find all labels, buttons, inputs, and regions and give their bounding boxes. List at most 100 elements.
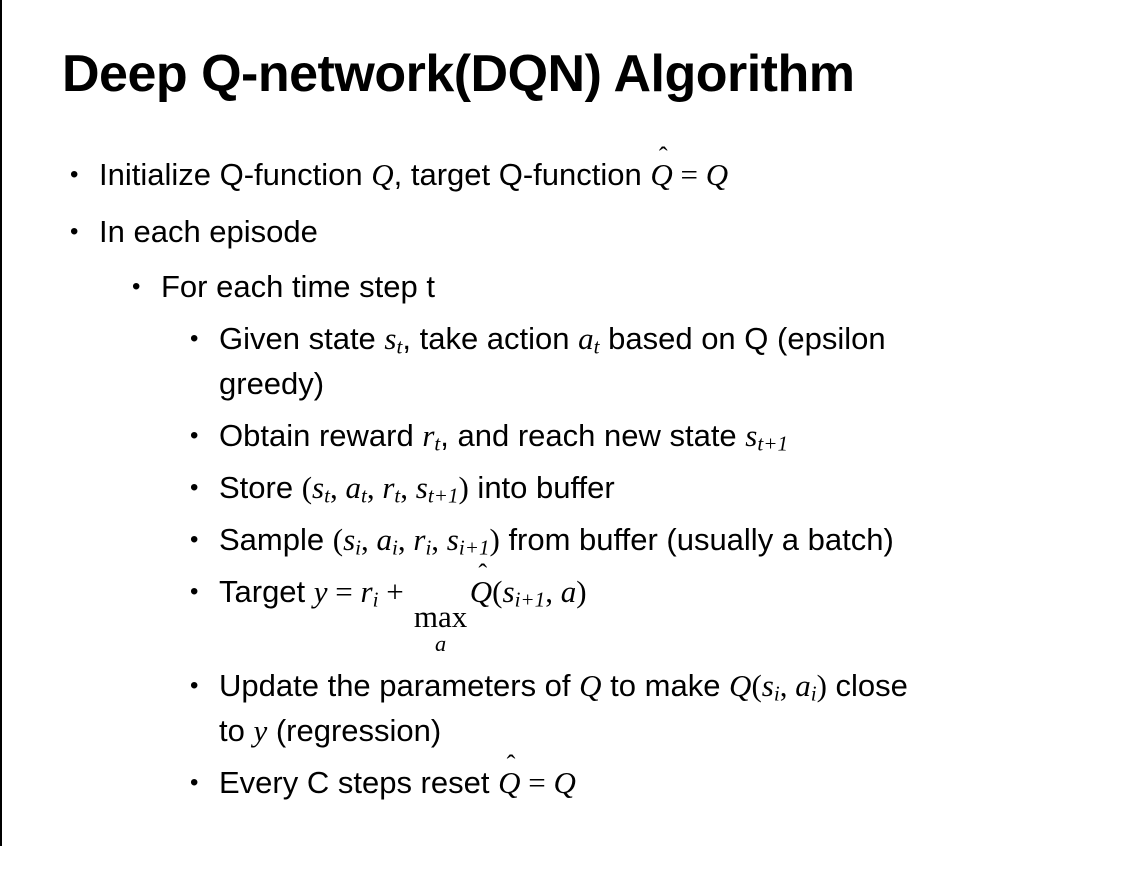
math-operator: ( xyxy=(301,470,313,505)
bullet-marker-icon: • xyxy=(132,273,141,300)
bullet-item: • Obtain reward rt, and reach new state s… xyxy=(0,413,1124,458)
math-variable: y xyxy=(253,712,268,748)
bullet-marker-icon: • xyxy=(70,218,79,245)
math-subscript: i+1 xyxy=(458,535,490,560)
bullet-item: • Initialize Q-function Q, target Q-funct… xyxy=(0,142,1124,197)
math-subscript: i xyxy=(355,535,361,560)
bullet-item: • In each episode xyxy=(0,209,1124,254)
bullet-marker-icon: • xyxy=(190,474,199,501)
math-variable: a xyxy=(345,470,361,505)
bullet-item: • For each time step t xyxy=(0,264,1124,309)
bullet-content: In each episode xyxy=(99,209,318,254)
bullet-list: •Initialize Q-function Q, target Q-funct… xyxy=(0,142,1124,805)
text-run: into buffer xyxy=(468,470,615,505)
math-subscript: t xyxy=(593,334,600,359)
bullet-marker-icon: • xyxy=(190,325,199,352)
bullet-content: Initialize Q-function Q, target Q-functi… xyxy=(99,142,728,197)
text-run: (regression) xyxy=(267,712,442,748)
bullet-marker-icon: • xyxy=(190,422,199,449)
text-run: , take action xyxy=(402,321,579,356)
math-operator: = xyxy=(327,574,361,609)
bullet-item: •Given state st, take action at based on… xyxy=(0,316,1124,361)
text-run: to xyxy=(219,712,254,748)
math-variable: Q xyxy=(579,667,602,703)
math-subscript: i+1 xyxy=(514,587,546,612)
math-operator: , xyxy=(431,522,447,557)
slide-left-edge-line xyxy=(0,0,2,846)
bullet-content: Update the parameters of Q to make Q(si,… xyxy=(219,663,908,708)
text-run: Initialize Q-function xyxy=(99,157,372,192)
math-operator: , xyxy=(400,470,416,505)
bullet-content: to y (regression) xyxy=(219,708,441,753)
text-run: , target Q-function xyxy=(393,157,651,192)
math-variable: Q xyxy=(371,157,394,192)
hat-accent: ˆ xyxy=(658,142,668,172)
bullet-marker-icon: • xyxy=(70,161,79,188)
text-run: from buffer (usually a batch) xyxy=(499,522,894,557)
text-run: Given state xyxy=(219,321,385,356)
text-run: In each episode xyxy=(99,214,318,249)
math-subscript: t+1 xyxy=(427,483,459,508)
math-operator: , xyxy=(366,470,383,505)
bullet-marker-icon: • xyxy=(190,671,199,699)
text-run: For each time step t xyxy=(161,269,435,304)
math-operator: ) xyxy=(489,522,500,557)
math-subscript: i xyxy=(392,535,398,560)
bullet-marker-icon: • xyxy=(190,768,199,796)
math-operator: ) xyxy=(816,667,827,703)
text-run: Store xyxy=(219,470,302,505)
math-operator: , xyxy=(361,522,377,557)
math-variable: a xyxy=(795,667,811,703)
text-run: to make xyxy=(601,667,730,703)
text-run: greedy) xyxy=(219,366,325,401)
math-variable: r xyxy=(413,522,426,557)
bullet-content: Store (st, at, rt, st+1) into buffer xyxy=(219,465,615,510)
math-subscript: t xyxy=(394,483,401,508)
slide-title: Deep Q-network(DQN) Algorithm xyxy=(62,45,855,103)
math-subscript: t xyxy=(324,483,330,508)
math-operator: ) xyxy=(576,574,587,609)
math-variable: s xyxy=(343,522,356,557)
text-run: Obtain reward xyxy=(219,418,423,453)
bullet-content: Obtain reward rt, and reach new state st… xyxy=(219,413,788,458)
math-operator: ( xyxy=(332,522,344,557)
bullet-marker-icon: • xyxy=(190,578,199,605)
math-operator: + xyxy=(378,574,412,609)
math-operator: = xyxy=(672,157,706,192)
text-run: Every C steps reset xyxy=(219,764,499,800)
bullet-item: to y (regression) xyxy=(0,708,1124,753)
bullet-content: greedy) xyxy=(219,361,324,406)
math-variable: y xyxy=(313,574,328,609)
math-operator: , xyxy=(397,522,414,557)
bullet-content: Given state st, take action at based on … xyxy=(219,316,886,361)
math-variable: Q xyxy=(729,667,752,703)
math-variable: r xyxy=(382,470,395,505)
math-variable: s xyxy=(761,667,774,703)
bullet-content: Sample (si, ai, ri, si+1) from buffer (u… xyxy=(219,517,894,562)
math-variable: a xyxy=(560,574,577,609)
math-operator: = xyxy=(520,764,554,800)
math-subscript: t xyxy=(360,483,367,508)
math-variable: a xyxy=(376,522,393,557)
math-subscript: i xyxy=(773,681,780,706)
math-subscript: i xyxy=(372,587,379,612)
math-operator: , xyxy=(779,667,796,703)
text-run: Sample xyxy=(219,522,333,557)
math-subscript: i xyxy=(810,681,817,706)
math-variable: s xyxy=(502,574,515,609)
math-subscript: i xyxy=(425,535,432,560)
math-operator: , xyxy=(545,574,561,609)
math-operator: ( xyxy=(751,667,762,703)
hat-accent: ˆ xyxy=(506,749,516,779)
text-run: , and reach new state xyxy=(440,418,746,453)
math-variable: s xyxy=(415,470,428,505)
